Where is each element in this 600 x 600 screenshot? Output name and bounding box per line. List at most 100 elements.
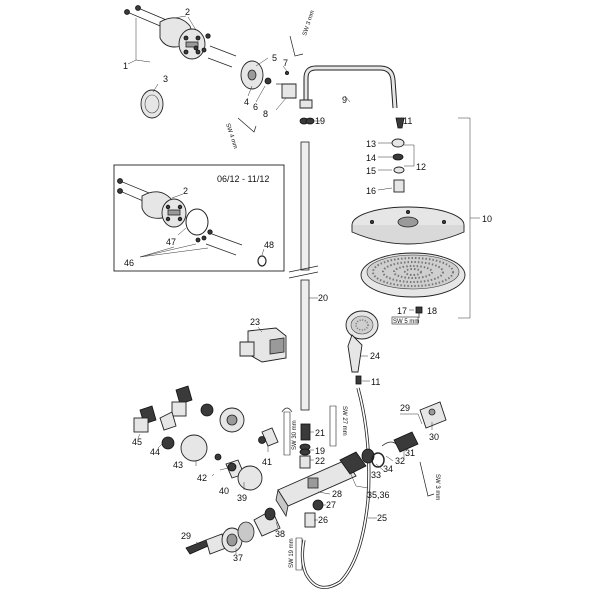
callout-6: 6 [253,102,258,112]
arm-sleeve [281,83,297,99]
allen-key-icon [419,461,435,497]
rosette-disc [178,28,206,60]
callout-47: 47 [166,237,176,247]
callout-21: 21 [315,428,325,438]
allen-key-icon [289,35,304,57]
shower-arm [299,65,398,109]
callout-4: 4 [244,97,249,107]
wrench-icon [329,405,337,447]
inset-panel [113,164,285,272]
callout-44: 44 [150,447,160,457]
o-ring [258,436,266,444]
callout-35-36: 35,36 [367,490,390,500]
callout-11-bottom: 11 [371,377,380,387]
callout-38: 38 [275,529,285,539]
screw [415,306,423,318]
wrench-size-label: SW 19 mm [289,538,295,568]
callout-3: 3 [163,74,168,84]
callout-39: 39 [237,493,247,503]
callout-2: 2 [185,7,190,17]
callout-41: 41 [262,457,272,467]
callout-13: 13 [366,139,376,149]
overhead-shower-top [351,206,465,245]
o-ring [214,453,222,461]
pipe-bottom-fittings [299,423,311,469]
stop-valve [133,405,157,433]
wrench-size-label: SW 4 mm [224,123,238,150]
callout-34: 34 [383,464,393,474]
callout-17: 17 [397,306,407,316]
cover-cap [180,434,208,462]
callout-46: 46 [124,258,134,268]
callout-37: 37 [233,553,243,563]
wrench-size-label: SW 27 mm [341,406,347,436]
eccentric-connector [261,427,279,447]
callout-42: 42 [197,473,207,483]
callout-29-left: 29 [181,531,191,541]
stop-valve [159,385,193,431]
wrench-icon [295,537,303,571]
callout-30: 30 [429,432,439,442]
callout-27: 27 [326,500,336,510]
washer [201,47,207,53]
callout-12: 12 [416,162,426,172]
callout-19-top: 19 [315,116,325,126]
callout-1: 1 [123,61,128,71]
hand-shower [345,310,379,373]
callout-33: 33 [371,470,381,480]
nut [161,436,175,450]
wall-rosette [240,60,264,90]
leader-lines [127,15,288,111]
wrench-icon [281,407,293,456]
callout-7: 7 [283,58,288,68]
wrench-size-label: SW 3 mm [434,474,440,500]
o-ring [264,77,272,85]
head-shower-connector [391,117,405,193]
overhead-shower-spray-face [360,252,466,298]
callout-24: 24 [370,351,380,361]
callout-43: 43 [173,460,183,470]
callout-18: 18 [427,306,437,316]
riser-pipe [288,141,319,411]
callout-14: 14 [366,153,376,163]
handle-assembly [185,507,281,555]
callout-2-inset: 2 [183,186,188,196]
wall-bracket-group [124,5,297,119]
inset-date-range: 06/12 - 11/12 [217,174,269,184]
wrench-size-label: SW 30 mm [292,420,298,450]
washer [205,33,211,39]
screw [207,57,233,68]
callout-9: 9 [342,95,347,105]
callout-31: 31 [405,448,415,458]
callout-48: 48 [264,240,274,250]
cover-disc [140,89,164,119]
cover-cap [237,465,263,491]
callout-16: 16 [366,186,376,196]
callout-23: 23 [250,317,260,327]
callout-labels: 1 2 3 4 5 6 7 8 9 10 11 11 12 13 14 15 1… [123,7,492,563]
callout-28: 28 [332,489,342,499]
callout-8: 8 [263,109,268,119]
cover-cap [219,407,245,433]
connector-nut [304,499,324,528]
nut [200,403,214,417]
allen-key-icon [391,316,419,325]
callout-19-bottom: 19 [315,446,325,456]
stop-valves [133,385,279,491]
diverter-parts [361,401,447,468]
callout-45: 45 [132,437,142,447]
thermostat-body [275,451,367,518]
callout-29-right: 29 [400,403,410,413]
allen-key-icon [237,117,257,133]
washer [193,45,199,51]
callout-25: 25 [377,513,387,523]
wrench-size-label: SW 3 mm [302,10,316,37]
grub-screw [284,71,289,76]
screw [209,45,237,57]
callout-11-top: 11 [403,116,412,126]
callout-15: 15 [366,166,376,176]
callout-22: 22 [315,456,325,466]
callout-10: 10 [482,214,492,224]
